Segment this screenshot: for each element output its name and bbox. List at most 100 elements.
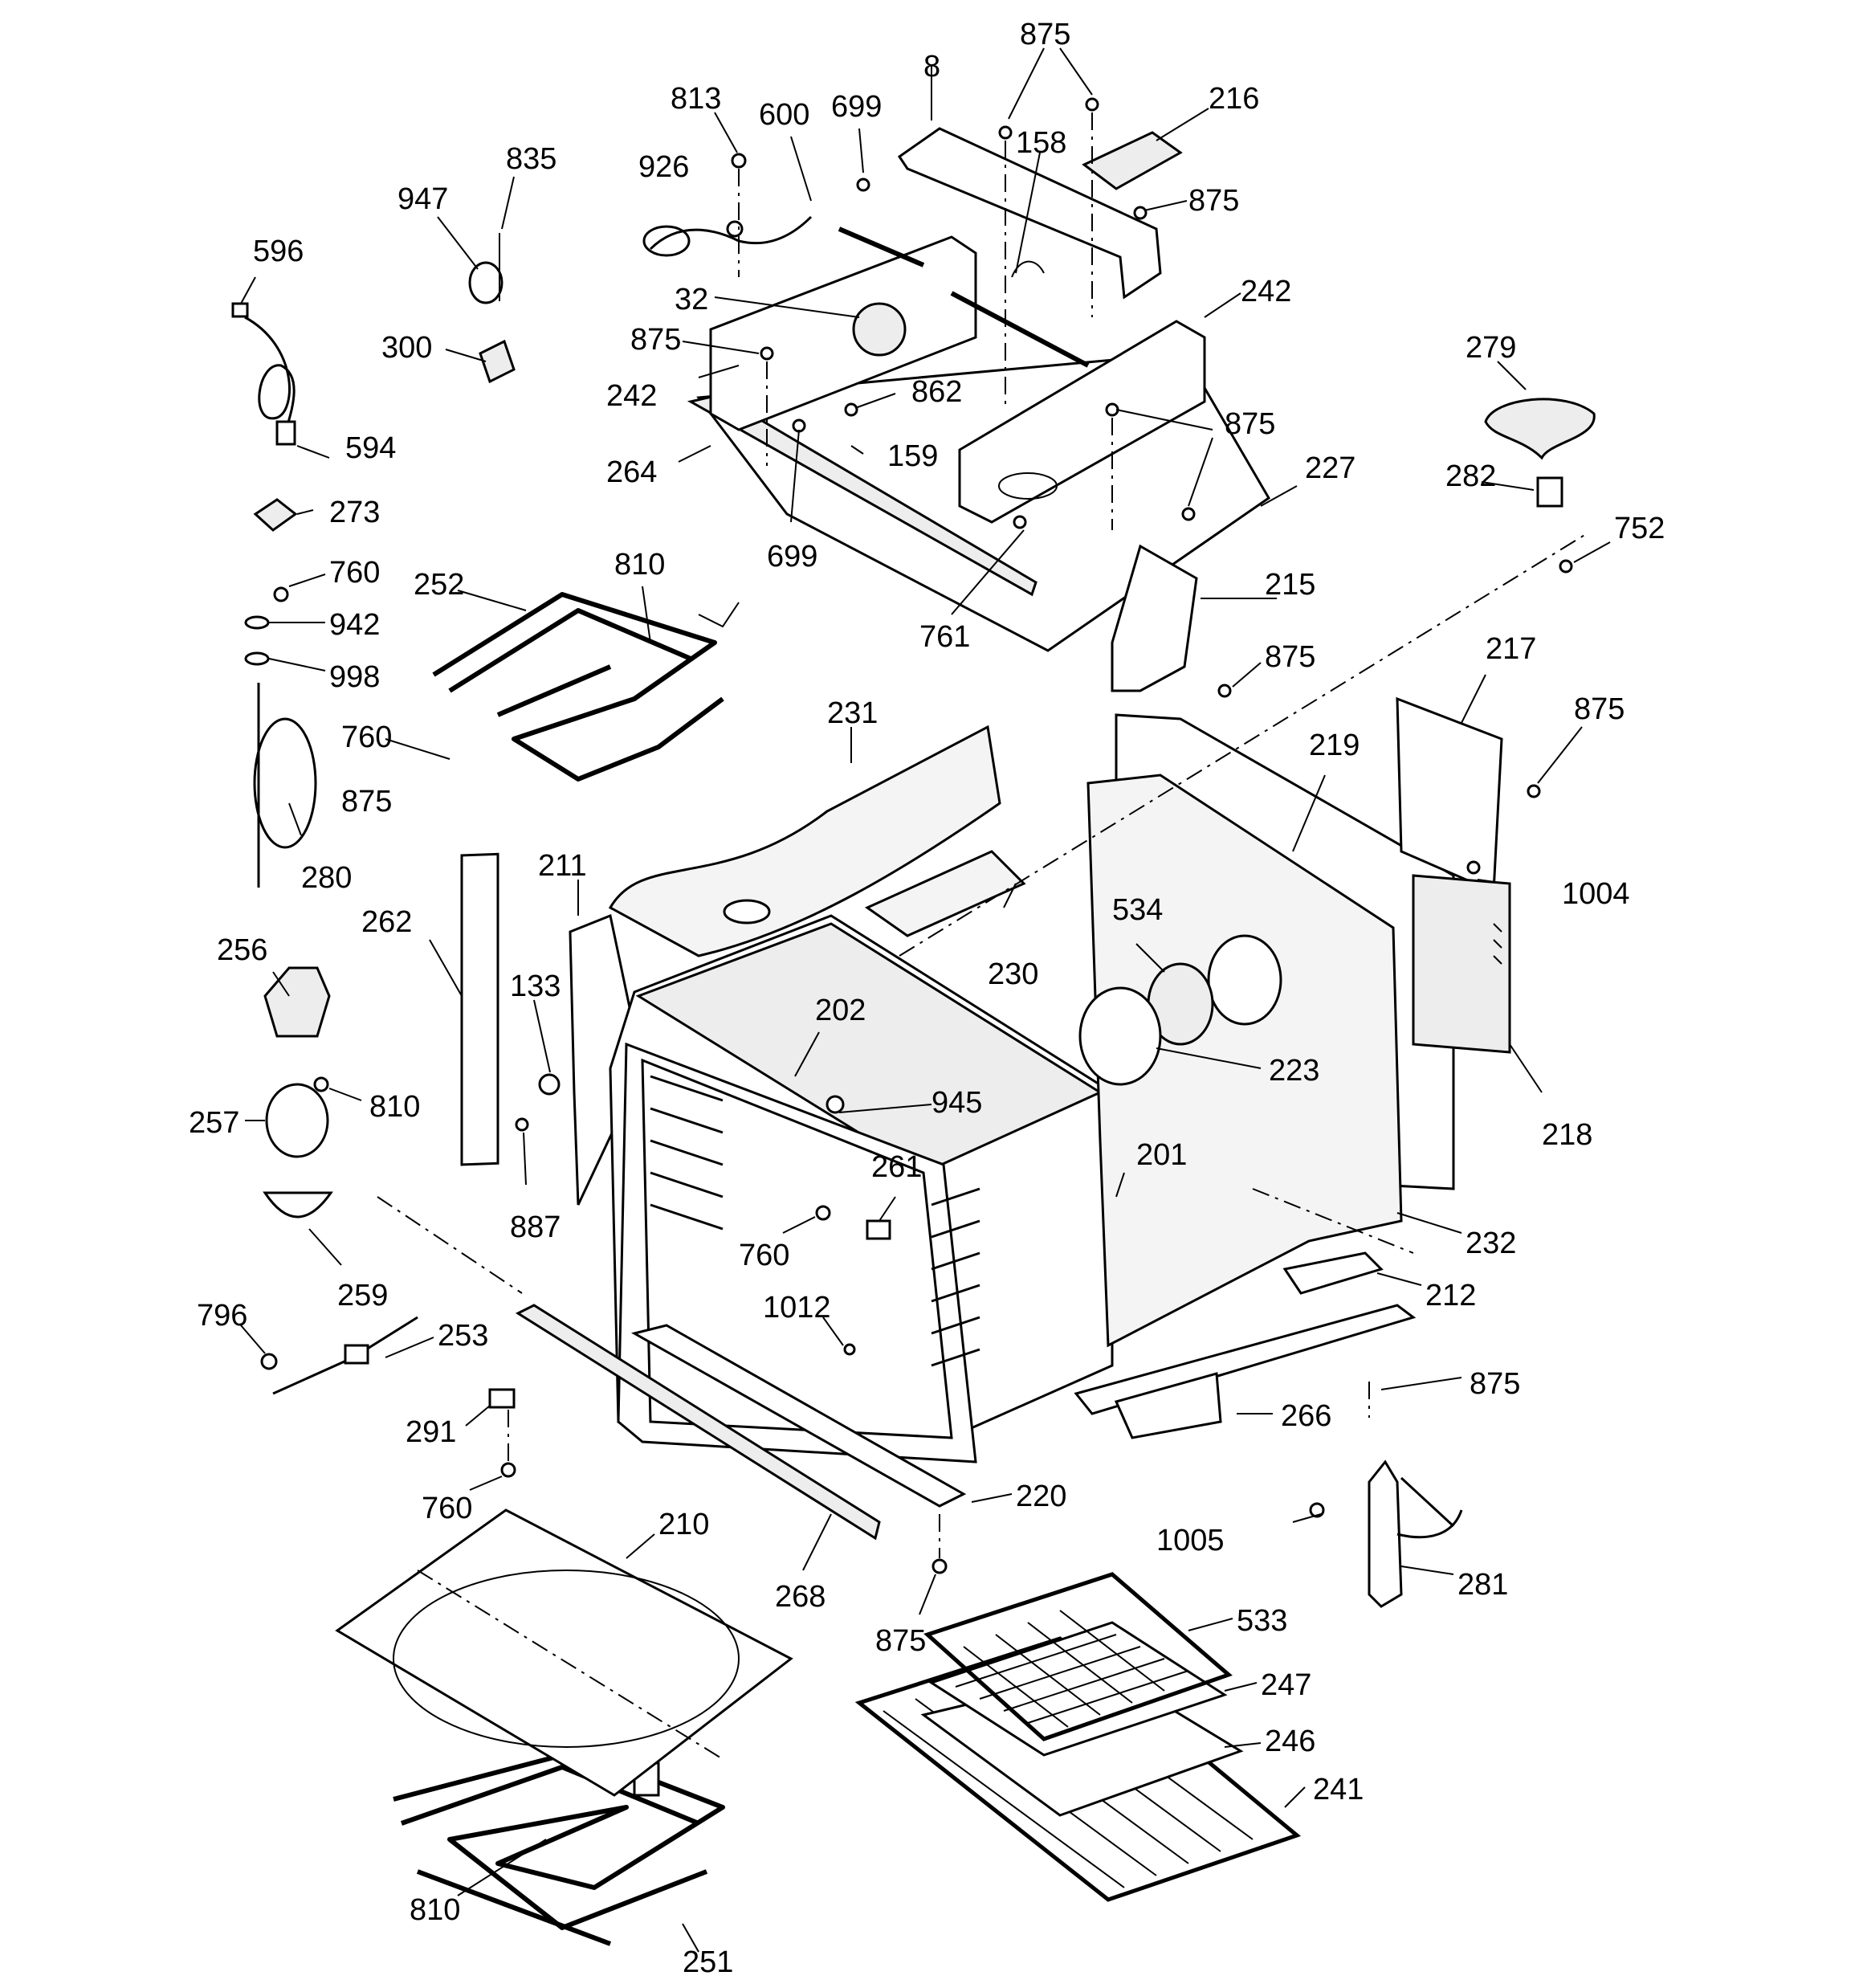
part-242-side-right [958, 320, 1206, 524]
callout-875: 875 [1265, 640, 1315, 674]
callout-266: 266 [1281, 1399, 1331, 1433]
liner-front-opening [641, 1058, 953, 1439]
part-242-side-left [709, 235, 977, 431]
rear-wall-assembly [899, 398, 1596, 1608]
callout-760: 760 [341, 720, 392, 754]
part-279-knob [1484, 398, 1596, 460]
callout-810: 810 [410, 1893, 460, 1927]
part-268-trim [515, 1304, 881, 1541]
part-887-screw [515, 1117, 529, 1132]
part-262-strip [460, 852, 499, 1166]
callout-labels: 875 8 216 813 600 699 835 926 158 875 94… [189, 18, 1665, 1979]
part-291-clip [488, 1388, 516, 1409]
insulation-hole [723, 899, 771, 925]
callout-8: 8 [923, 50, 940, 84]
callout-247: 247 [1261, 1668, 1311, 1702]
callout-242: 242 [606, 379, 657, 413]
callout-835: 835 [506, 142, 556, 176]
callout-262: 262 [361, 905, 412, 939]
part-212-bracket [1282, 1251, 1384, 1295]
callout-752: 752 [1614, 512, 1665, 545]
callout-699: 699 [767, 540, 817, 574]
callout-875: 875 [875, 1624, 926, 1658]
callout-232: 232 [1466, 1227, 1516, 1260]
part-533-rack [923, 1572, 1233, 1741]
part-231-insulation [608, 725, 1001, 957]
part-945-screw [826, 1095, 845, 1114]
callout-280: 280 [301, 861, 352, 895]
part-230-insulation [864, 850, 1026, 937]
screw-875 [1217, 684, 1232, 698]
callout-133: 133 [510, 970, 561, 1003]
part-256-lamp-socket [263, 966, 331, 1038]
part-241-oven-rack [854, 1636, 1302, 1902]
callout-594: 594 [345, 431, 396, 465]
callout-210: 210 [658, 1508, 709, 1541]
callout-534: 534 [1112, 893, 1163, 927]
part-947-clip [468, 261, 503, 304]
callout-227: 227 [1305, 451, 1355, 485]
callout-596: 596 [253, 235, 304, 268]
callout-257: 257 [189, 1106, 239, 1140]
part-810-screw [313, 1076, 329, 1092]
callout-926: 926 [638, 150, 689, 184]
washer-926 [726, 220, 744, 238]
part-796-screw [260, 1353, 278, 1370]
part-273-bracket [253, 498, 298, 532]
callout-761: 761 [919, 620, 970, 654]
part-264-channel [687, 394, 1037, 597]
callout-201: 201 [1136, 1138, 1187, 1172]
part-281-spring [1400, 1476, 1455, 1528]
callout-1012: 1012 [763, 1291, 831, 1325]
part-281-hinge [1368, 1459, 1403, 1608]
lower-parts [335, 1196, 967, 1797]
part-232-inner-back [1086, 774, 1403, 1348]
callout-760: 760 [739, 1239, 789, 1272]
callout-947: 947 [397, 182, 448, 216]
callout-32: 32 [675, 283, 708, 316]
callout-261: 261 [871, 1150, 922, 1184]
harness-connector [642, 225, 691, 257]
callout-760: 760 [329, 556, 380, 590]
callout-699: 699 [831, 90, 882, 124]
callout-256: 256 [217, 933, 267, 967]
part-210-recess [393, 1570, 740, 1748]
part-218-control-board [1412, 874, 1511, 1054]
insulation-231-230 [608, 725, 1026, 957]
callout-252: 252 [414, 568, 464, 602]
callout-998: 998 [329, 660, 380, 694]
part-760-screw [500, 1462, 516, 1478]
oven-liner-assembly [460, 852, 1114, 1463]
callout-875: 875 [1225, 407, 1275, 441]
part-261-lamp-receptacle [866, 1219, 891, 1240]
part-594-plug [275, 420, 296, 446]
leader-lines [240, 47, 1611, 1953]
callout-875: 875 [1574, 692, 1625, 726]
callout-216: 216 [1209, 82, 1259, 116]
control-chassis-assembly [642, 97, 1270, 698]
callout-942: 942 [329, 608, 380, 642]
callout-810: 810 [369, 1090, 420, 1124]
part-253-connector [344, 1344, 369, 1365]
part-210-bottom-panel [335, 1508, 793, 1797]
part-760-screw [815, 1205, 831, 1221]
racks-and-pan [854, 1572, 1302, 1902]
callout-217: 217 [1486, 632, 1536, 666]
callout-223: 223 [1269, 1054, 1319, 1088]
callout-212: 212 [1425, 1279, 1476, 1312]
part-594-probe-cable [244, 316, 296, 435]
callout-215: 215 [1265, 568, 1315, 602]
callout-533: 533 [1237, 1604, 1287, 1638]
callout-211: 211 [538, 849, 587, 883]
part-220-panel [630, 1324, 967, 1508]
callout-281: 281 [1457, 1568, 1508, 1602]
callout-268: 268 [775, 1580, 826, 1614]
callout-875: 875 [341, 785, 392, 818]
callout-1005: 1005 [1156, 1524, 1225, 1557]
callout-300: 300 [381, 331, 432, 365]
callout-1004: 1004 [1562, 877, 1630, 911]
screw-875 [1105, 402, 1119, 417]
vent-hole [998, 472, 1058, 500]
part-942-washer [244, 615, 270, 630]
callout-159: 159 [887, 439, 938, 473]
